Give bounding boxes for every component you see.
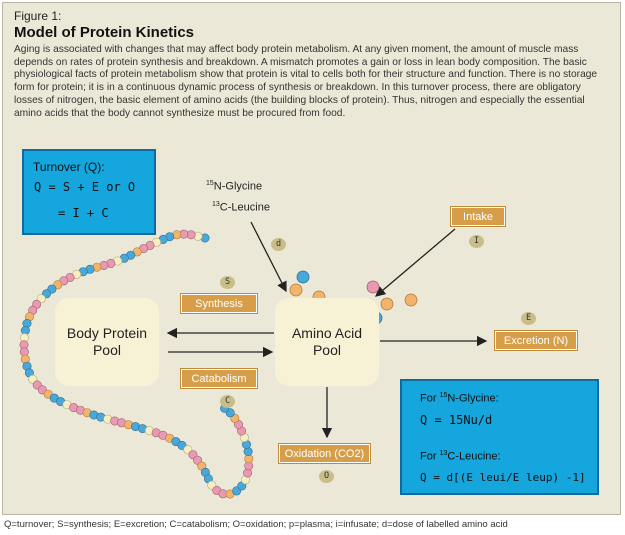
glycine-formula-label: For 15N-Glycine: [420, 392, 499, 405]
glycine-label-text: N-Glycine: [447, 392, 499, 405]
isotope-glycine-mass: 15 [206, 180, 214, 187]
body-protein-pool-line2: Pool [92, 342, 121, 358]
protein-chain [19, 229, 254, 499]
intro-paragraph: Aging is associated with changes that ma… [14, 44, 598, 119]
figure-label: Figure 1: [14, 9, 62, 23]
amino-acid-bead [366, 280, 380, 294]
arrow-intake [375, 228, 456, 297]
leucine-formula-label: For 13C-Leucine: [420, 450, 501, 463]
arrow-tracer [250, 221, 287, 293]
letter-d: d [271, 238, 286, 251]
intake-label: Intake [450, 206, 506, 227]
letter-c: C [220, 395, 235, 408]
letter-i: I [469, 235, 484, 248]
oxidation-label-text: Oxidation (CO2) [284, 448, 365, 460]
amino-acid-bead [380, 297, 394, 311]
excretion-label: Excretion (N) [494, 330, 578, 351]
amino-acid-bead [296, 270, 310, 284]
turnover-equation-2: = I + C [58, 206, 109, 220]
formula-box: For 15N-Glycine: Q = 15Nu/d For 13C-Leuc… [400, 379, 599, 495]
figure-title: Model of Protein Kinetics [14, 24, 195, 41]
amino-acid-pool-line2: Pool [312, 342, 341, 358]
isotope-glycine-name: N-Glycine [213, 180, 263, 193]
footer-legend: Q=turnover; S=synthesis; E=excretion; C=… [4, 519, 508, 530]
isotope-leucine-name: C-Leucine [219, 201, 270, 214]
isotope-leucine-mass: 13 [212, 201, 220, 208]
oxidation-label: Oxidation (CO2) [278, 443, 371, 464]
amino-acid-bead [289, 283, 303, 297]
synthesis-label: Synthesis [180, 293, 258, 314]
turnover-equation-1: Q = S + E or O [34, 180, 136, 194]
body-protein-pool-line1: Body Protein [66, 325, 148, 341]
glycine-formula: Q = 15Nu/d [420, 413, 493, 427]
amino-acid-bead [404, 293, 418, 307]
leucine-label-mass: 13 [439, 450, 448, 457]
catabolism-label: Catabolism [180, 368, 258, 389]
turnover-box: Turnover (Q): Q = S + E or O = I + C [22, 149, 156, 235]
leucine-formula: Q = d[(E leui/E leup) -1] [420, 471, 586, 484]
letter-s: S [220, 276, 235, 289]
isotope-leucine: 13C-Leucine [212, 201, 270, 214]
isotope-glycine: 15N-Glycine [206, 180, 262, 193]
amino-acid-pool-line1: Amino Acid [291, 325, 363, 341]
glycine-label-mass: 15 [439, 392, 448, 399]
letter-e: E [521, 312, 536, 325]
letter-o: O [319, 470, 334, 483]
turnover-title: Turnover (Q): [33, 160, 105, 174]
leucine-label-text: C-Leucine: [447, 450, 501, 463]
